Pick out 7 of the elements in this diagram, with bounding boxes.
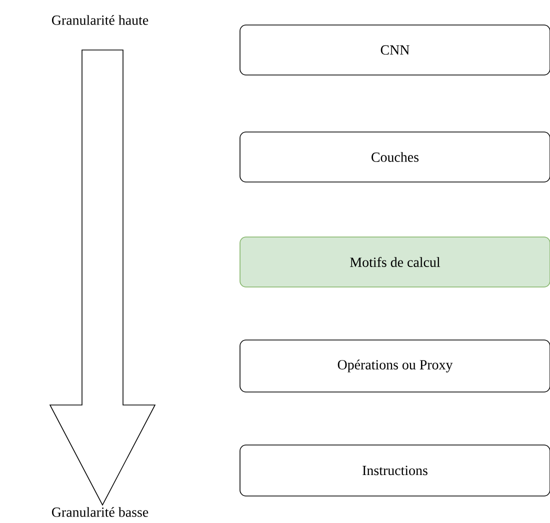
process-box: Motifs de calcul xyxy=(240,236,550,288)
axis-label: Granularité haute xyxy=(52,15,148,25)
process-box: Couches xyxy=(240,132,550,182)
process-box: CNN xyxy=(240,24,550,76)
process-box: Instructions xyxy=(240,444,550,496)
axis-label: Granularité basse xyxy=(52,507,148,517)
process-box: Opérations ou Proxy xyxy=(240,340,550,392)
